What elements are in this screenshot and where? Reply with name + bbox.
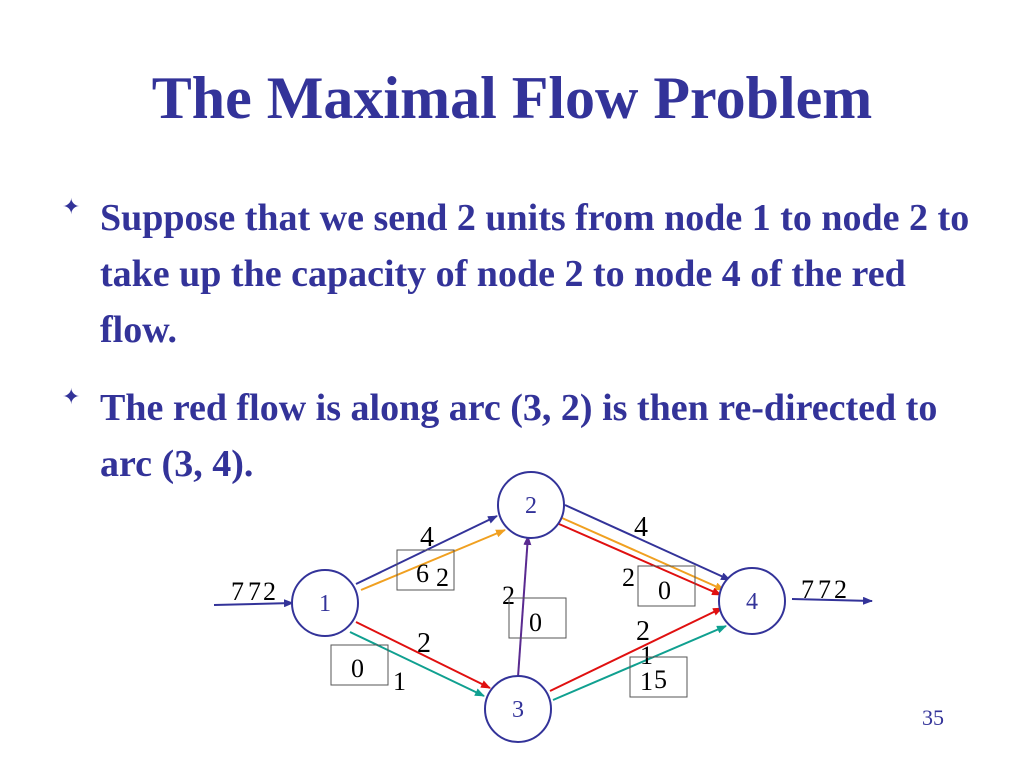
source-flow-b: 7 xyxy=(248,577,261,606)
arc-2-4-flow: 2 xyxy=(622,563,635,592)
arc-3-4-capacity: 2 xyxy=(636,616,650,647)
arc-3-4-box-value-b: 5 xyxy=(654,665,667,694)
bullet-item: ✦ Suppose that we send 2 units from node… xyxy=(62,190,982,358)
arc-1-3-capacity: 2 xyxy=(417,628,431,659)
arc-3-4-box-value-a: 1 xyxy=(640,667,653,696)
arc-3-2-flow: 2 xyxy=(502,581,515,610)
arc-1-2-flow: 2 xyxy=(436,563,449,592)
arc-1-3-box xyxy=(330,644,389,686)
node-1-label: 1 xyxy=(319,591,331,617)
arc-1-2-flow xyxy=(360,529,506,591)
source-flow-c: 2 xyxy=(263,577,276,606)
sink-flow-c: 2 xyxy=(834,575,847,604)
node-2-label: 2 xyxy=(525,493,537,519)
node-1 xyxy=(291,569,359,637)
star-bullet-icon: ✦ xyxy=(62,194,81,219)
bullet-text: Suppose that we send 2 units from node 1… xyxy=(100,197,970,351)
arc-1-3-red xyxy=(355,621,491,689)
arc-1-3-teal xyxy=(349,631,485,697)
source-flow-a: 7 xyxy=(231,577,244,606)
arc-1-3-box-value: 0 xyxy=(351,654,364,683)
arc-1-2-box-value: 6 xyxy=(416,559,429,588)
source-arrow xyxy=(213,599,294,608)
sink-flow-b: 7 xyxy=(818,575,831,604)
arc-2-4-box-value: 0 xyxy=(658,576,671,605)
node-2 xyxy=(497,471,565,539)
arc-3-4-teal xyxy=(552,625,727,701)
arc-3-4-box xyxy=(629,656,688,698)
arc-3-2-box-value: 0 xyxy=(529,608,542,637)
arc-3-4-flow: 1 xyxy=(640,641,653,670)
arc-2-4-box xyxy=(637,565,696,607)
page-number: 35 xyxy=(922,705,944,730)
arc-3-4-red xyxy=(549,607,723,692)
bullet-item: ✦ The red flow is along arc (3, 2) is th… xyxy=(62,380,982,492)
arc-2-4-capacity: 4 xyxy=(634,512,648,543)
node-3 xyxy=(484,675,552,743)
slide-title: The Maximal Flow Problem xyxy=(151,65,873,131)
node-4-label: 4 xyxy=(746,589,758,615)
arc-1-2-capacity: 4 xyxy=(420,522,434,553)
sink-arrow xyxy=(791,596,873,605)
arc-1-2-box xyxy=(396,549,455,591)
arc-3-2 xyxy=(517,535,532,678)
node-4 xyxy=(718,567,786,635)
sink-flow-a: 7 xyxy=(801,575,814,604)
arc-2-4-flow-red xyxy=(558,523,722,596)
arc-2-4-flow-orange xyxy=(561,517,725,591)
bullet-text: The red flow is along arc (3, 2) is then… xyxy=(100,387,938,485)
arc-2-4 xyxy=(564,504,731,581)
arc-3-2-box xyxy=(508,597,567,639)
node-3-label: 3 xyxy=(512,697,524,723)
star-bullet-icon: ✦ xyxy=(62,384,81,409)
arc-1-3-flow: 1 xyxy=(393,667,406,696)
